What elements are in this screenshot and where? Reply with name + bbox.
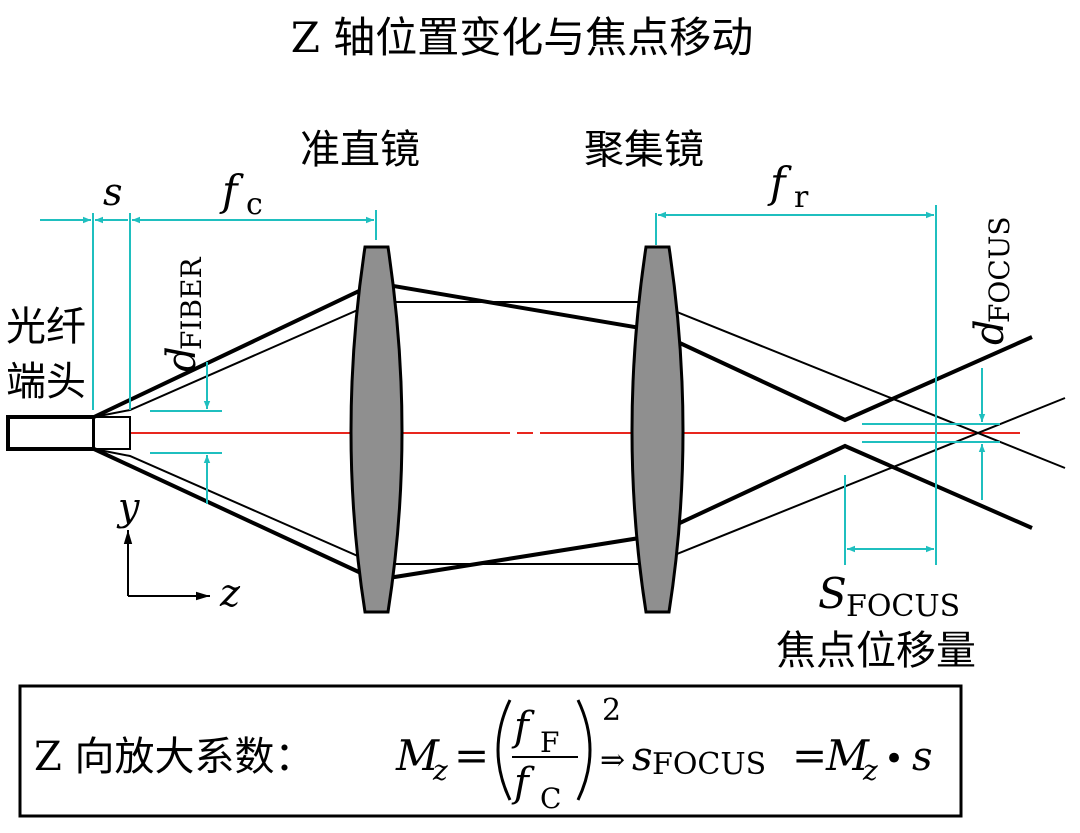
svg-text:s: s [912,734,933,780]
svg-text:=: = [454,731,489,780]
paren-left [496,699,512,801]
formula: Z 向放大系数： M z = f F f C 2 ⇒ s FOCUS = M z… [34,693,933,815]
svg-text:z: z [862,754,878,787]
fc-label: f c [219,166,263,222]
formula-box [18,684,963,818]
svg-text:M: M [395,731,440,780]
fiber-tip-label-1: 光纤 [6,304,86,350]
d-fiber-label: d FIBER [159,256,208,372]
svg-text:F: F [540,726,559,759]
svg-text:FIBER: FIBER [175,256,208,350]
svg-text:d: d [967,319,1013,345]
fiber-body [6,415,96,451]
z-axis-label: z [219,571,241,615]
svg-text:FOCUS: FOCUS [983,216,1016,323]
svg-text:=: = [792,731,827,780]
ray-thick-upper [93,280,1033,423]
d-focus-label: d FOCUS [967,216,1016,345]
svg-text:S: S [818,569,847,618]
svg-text:r: r [794,180,809,215]
fiber-tip [93,416,131,450]
svg-text:•: • [884,739,904,779]
svg-text:⇒: ⇒ [600,743,625,778]
svg-text:d: d [159,346,205,372]
paren-right [576,699,592,801]
svg-text:f: f [219,166,244,215]
collimator-label: 准直镜 [300,127,420,173]
svg-text:C: C [540,782,561,815]
svg-text:s: s [632,734,653,780]
diagram-title: Z 轴位置变化与焦点移动 [291,13,754,62]
fiber-tip-label-2: 端头 [6,359,86,405]
fr-label: f r [767,158,809,215]
s-focus-label: S FOCUS [818,569,960,624]
focus-shift-label: 焦点位移量 [776,628,976,674]
formula-prefix: Z 向放大系数： [34,734,315,780]
y-axis-label: y [116,485,140,529]
focusing-lens-label: 聚集镜 [584,127,704,173]
svg-text:c: c [246,187,263,222]
s-label: s [103,170,123,214]
svg-text:FOCUS: FOCUS [846,589,960,624]
svg-text:2: 2 [602,693,621,728]
svg-text:f: f [767,158,792,207]
focusing-lens [630,245,685,614]
svg-text:FOCUS: FOCUS [652,747,766,782]
dimension-lines [40,205,1000,565]
ray-thin-lower [93,397,1066,565]
ray-thick-lower [93,443,1033,583]
collimator-lens [349,245,404,614]
svg-text:z: z [432,754,448,787]
svg-text:M: M [825,731,870,780]
